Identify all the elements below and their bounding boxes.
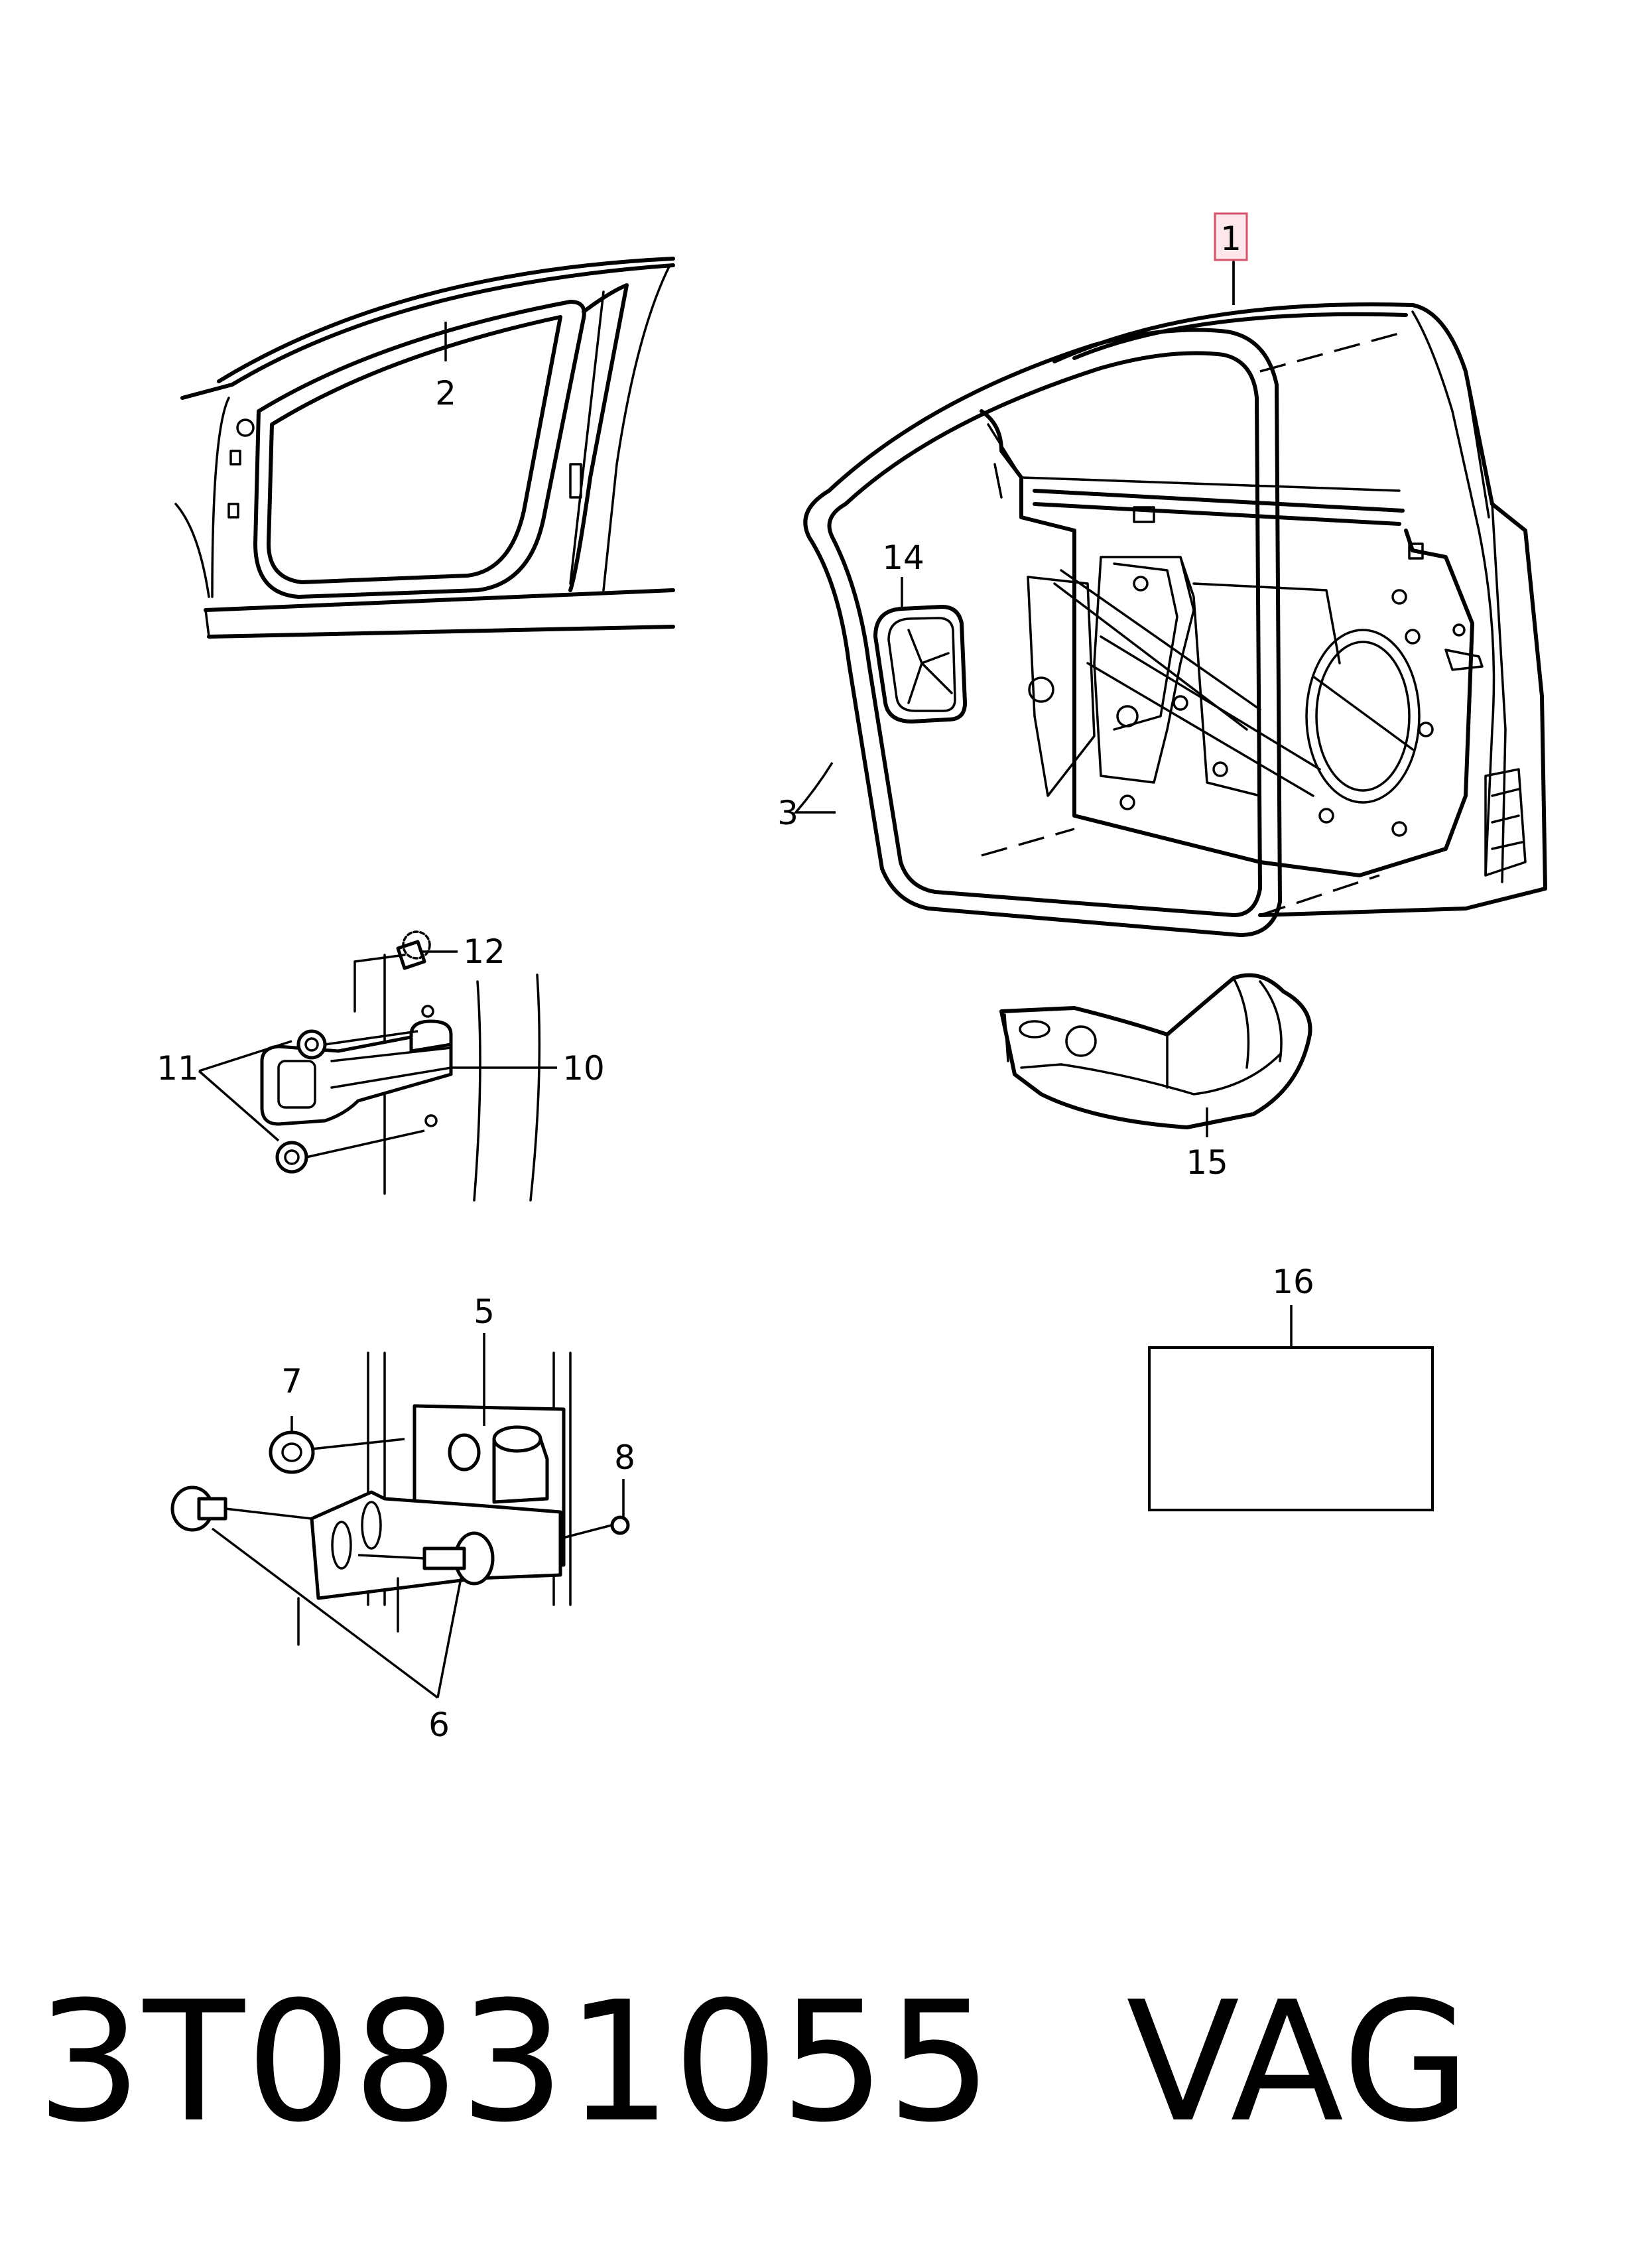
callout-10: 10: [562, 1049, 605, 1088]
callout-2: 2: [435, 374, 456, 412]
callout-14: 14: [882, 538, 924, 577]
grommet-part-14: [873, 605, 967, 724]
callout-5: 5: [474, 1292, 495, 1331]
callout-11: 11: [157, 1049, 199, 1088]
callout-numbers: 1 2 3 14 15 16 12 10 11 5 7 8 6: [157, 220, 1314, 1744]
callout-8: 8: [614, 1438, 635, 1477]
callout-3: 3: [777, 794, 798, 832]
info-box-part-16: [1148, 1346, 1434, 1511]
body-side-opening: [174, 257, 675, 639]
brand-name: VAG: [1126, 1966, 1472, 2159]
leader-lines: [198, 262, 1293, 1699]
door-check-assembly: [260, 930, 541, 1202]
door-assembly: [803, 255, 1547, 937]
callout-12: 12: [463, 932, 505, 971]
door-hinge-assembly: [170, 1352, 630, 1646]
callout-15: 15: [1186, 1143, 1228, 1182]
callout-1: 1: [1220, 220, 1241, 258]
bracket-part-15: [999, 973, 1312, 1129]
part-number: 3T0831055: [36, 1966, 994, 2159]
callout-6: 6: [428, 1706, 450, 1744]
highlighted-callout-box: [1214, 212, 1248, 261]
callout-16: 16: [1272, 1263, 1314, 1301]
callout-7: 7: [281, 1362, 302, 1401]
